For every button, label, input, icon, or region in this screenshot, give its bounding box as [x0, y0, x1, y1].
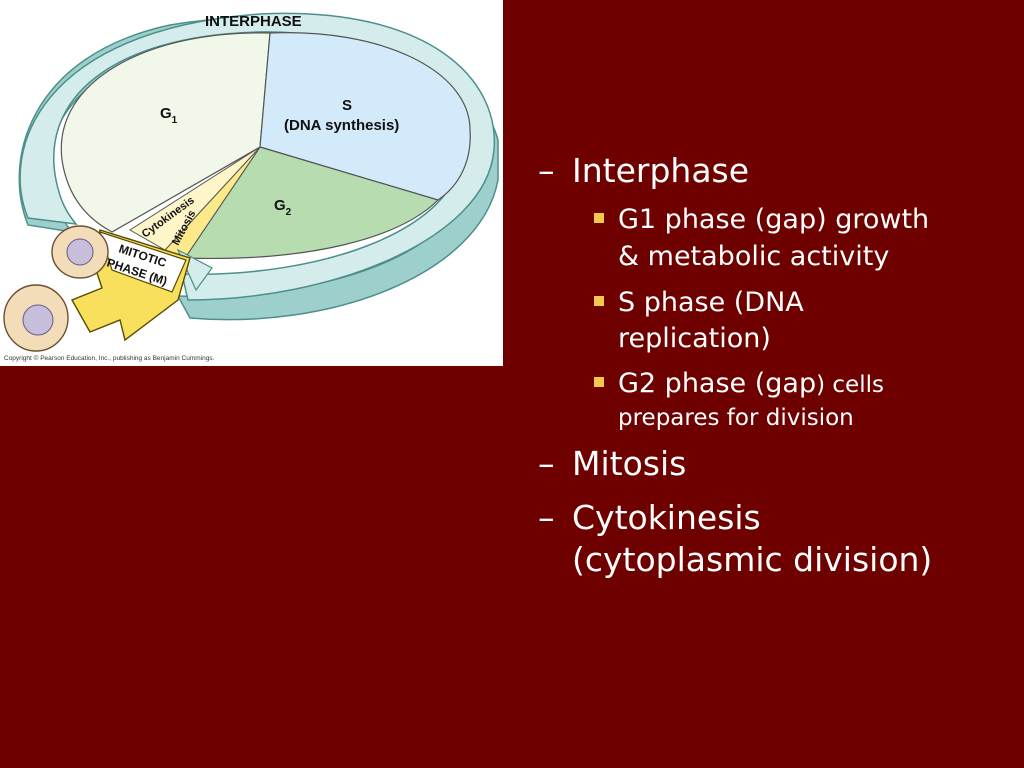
bullet-cytokinesis-line2: (cytoplasmic division)	[572, 540, 933, 579]
dash-marker: –	[538, 498, 555, 537]
g2-label-sub: 2	[286, 207, 292, 218]
g1-sector	[60, 32, 271, 233]
copyright-text: Copyright © Pearson Education, Inc., pub…	[4, 354, 215, 362]
interphase-ring	[19, 12, 496, 301]
bullet-interphase-text: Interphase	[572, 151, 750, 190]
s-label: S	[342, 97, 352, 114]
square-bullet-icon	[594, 377, 604, 387]
dash-marker: –	[538, 151, 555, 190]
s-sector	[259, 31, 471, 201]
dash-marker: –	[538, 444, 555, 483]
sub-bullet-g2-line2: prepares for division	[618, 405, 854, 431]
interphase-label: INTERPHASE	[205, 13, 302, 30]
bullet-cytokinesis-line1: Cytokinesis	[572, 498, 761, 537]
sub-bullet-s-line2: replication)	[618, 323, 771, 354]
square-bullet-icon	[594, 213, 604, 223]
g2-label: G2	[274, 197, 292, 218]
g1-label: G1	[160, 105, 178, 126]
cell-cycle-diagram: INTERPHASE G1 S (DNA synthesis) G2 Cytok…	[3, 12, 499, 362]
daughter-cell-upper	[51, 225, 109, 279]
g2-label-main: G	[274, 197, 286, 214]
sub-bullet-s-line1: S phase (DNA	[618, 287, 804, 318]
cell-cycle-figure: INTERPHASE G1 S (DNA synthesis) G2 Cytok…	[0, 0, 503, 366]
cytokinesis-wedge	[129, 146, 261, 251]
g1-label-main: G	[160, 105, 172, 122]
sub-bullet-g2-part1: G2 phase (gap	[618, 368, 817, 399]
sub-bullet-g1-line2: & metabolic activity	[618, 241, 890, 272]
g1-label-sub: 1	[172, 115, 178, 126]
sub-bullet-g2-part2: ) cells	[816, 372, 884, 398]
sub-bullet-g2-line1: G2 phase (gap) cells	[618, 365, 884, 404]
dna-synthesis-label: (DNA synthesis)	[284, 117, 399, 134]
sub-bullet-g1-line1: G1 phase (gap) growth	[618, 204, 930, 235]
square-bullet-icon	[594, 296, 604, 306]
g2-sector	[183, 146, 440, 260]
bullet-mitosis-text: Mitosis	[572, 444, 687, 483]
daughter-cell-lower	[3, 284, 69, 352]
